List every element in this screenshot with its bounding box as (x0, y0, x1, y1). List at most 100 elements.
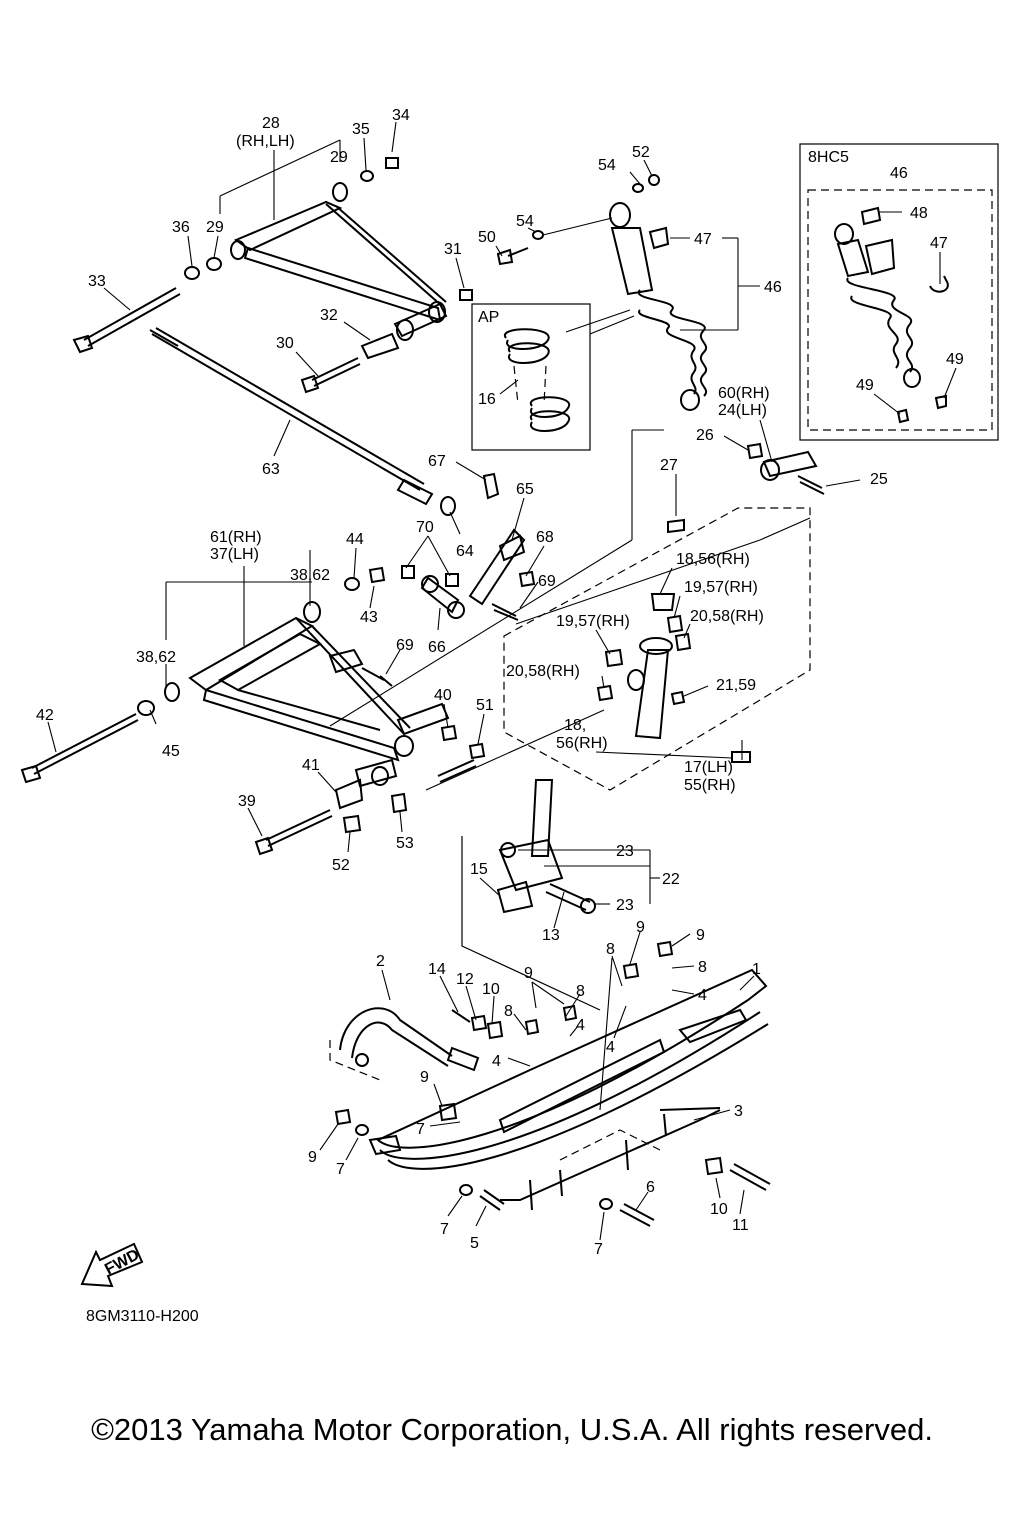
callout: 7 (594, 1241, 603, 1258)
callout: 38,62 (290, 567, 330, 584)
callout: 1 (752, 961, 761, 978)
ap-box-label: AP (478, 309, 499, 326)
callout: 52 (632, 144, 650, 161)
callout: 25 (870, 471, 888, 488)
callout: 19,57(RH) (684, 579, 758, 596)
bolt-33 (72, 287, 181, 354)
callout: 61(RH) (210, 529, 262, 546)
callout: 35 (352, 121, 370, 138)
callout: 42 (36, 707, 54, 724)
callout: 64 (456, 543, 474, 560)
callout: 6 (646, 1179, 655, 1196)
callout: 29 (330, 149, 348, 166)
callout: 65 (516, 481, 534, 498)
variant-box-label: 8HC5 (808, 149, 849, 166)
spindle-housing (596, 518, 751, 763)
callout: 69 (538, 573, 556, 590)
callout: 40 (434, 687, 452, 704)
callout: 29 (206, 219, 224, 236)
callout: 4 (576, 1017, 585, 1034)
callout: 4 (492, 1053, 501, 1070)
callout: 21,59 (716, 677, 756, 694)
callout: 50 (478, 229, 496, 246)
bolt-30 (300, 357, 361, 394)
callout: 7 (336, 1161, 345, 1178)
leader-lines (47, 121, 957, 1241)
callout: 48 (910, 205, 928, 222)
callout: 45 (162, 743, 180, 760)
spindle-dashed-region (503, 507, 811, 791)
callout: 66 (428, 639, 446, 656)
callout: (RH,LH) (236, 133, 295, 150)
bolt-51 (437, 759, 477, 783)
variant-inset-box (799, 143, 999, 441)
diagram-code: 8GM3110-H200 (86, 1308, 199, 1325)
callout: 47 (930, 235, 948, 252)
callout: 7 (440, 1221, 449, 1238)
callout: 46 (764, 279, 782, 296)
callout: 9 (308, 1149, 317, 1166)
callout: 70 (416, 519, 434, 536)
callout: 19,57(RH) (556, 613, 630, 630)
callout: 7 (416, 1121, 425, 1138)
callout: 18,56(RH) (676, 551, 750, 568)
callout: 34 (392, 107, 410, 124)
callout-labels: 28 (RH,LH) 35 34 29 36 29 33 31 50 54 54… (36, 107, 964, 1258)
ski-dashed-guide-2 (559, 1129, 661, 1161)
callout: 12 (456, 971, 474, 988)
callout: 52 (332, 857, 350, 874)
ski (368, 968, 769, 1201)
callout: 20,58(RH) (506, 663, 580, 680)
bolt-42 (20, 713, 139, 784)
callout: 13 (542, 927, 560, 944)
callout: 69 (396, 637, 414, 654)
spindle-bracket-outline (461, 836, 601, 1011)
arm-60-24 (746, 442, 825, 495)
callout: 8 (606, 941, 615, 958)
callout: 43 (360, 609, 378, 626)
callout: 31 (444, 241, 462, 258)
callout: 24(LH) (718, 402, 767, 419)
callout: 47 (694, 231, 712, 248)
ski-dashed-guide (329, 1040, 381, 1081)
ski-loop-handle (339, 1007, 480, 1072)
callout: 60(RH) (718, 385, 770, 402)
callout: 8 (576, 983, 585, 1000)
callout: 15 (470, 861, 488, 878)
callout: 55(RH) (684, 777, 736, 794)
bolt-69-lower (361, 667, 393, 687)
ski-hardware (334, 940, 771, 1227)
lower-a-arm (137, 566, 486, 834)
callout: 14 (428, 961, 446, 978)
ap-inset-box (471, 303, 591, 451)
callout: 53 (396, 835, 414, 852)
callout: 16 (478, 391, 496, 408)
callout: 41 (302, 757, 320, 774)
callout: 38,62 (136, 649, 176, 666)
callout: 2 (376, 953, 385, 970)
callout: 9 (696, 927, 705, 944)
callout: 37(LH) (210, 546, 259, 563)
shock-absorber (496, 174, 707, 411)
callout: 49 (856, 377, 874, 394)
callout: 11 (732, 1217, 749, 1234)
callout: 9 (420, 1069, 429, 1086)
callout: 5 (470, 1235, 479, 1252)
callout: 54 (598, 157, 616, 174)
callout: 32 (320, 307, 338, 324)
callout: 9 (636, 919, 645, 936)
shaft-63 (149, 327, 434, 506)
callout: 22 (662, 871, 680, 888)
callout: 56(RH) (556, 735, 608, 752)
callout: 28 (262, 115, 280, 132)
callout: 63 (262, 461, 280, 478)
callout: 49 (946, 351, 964, 368)
callout: 67 (428, 453, 446, 470)
callout: 4 (606, 1039, 615, 1056)
spindle-shaft (496, 779, 596, 914)
callout: 33 (88, 273, 106, 290)
callout: 23 (616, 843, 634, 860)
callout: 46 (890, 165, 908, 182)
callout: 20,58(RH) (690, 608, 764, 625)
callout: 39 (238, 793, 256, 810)
